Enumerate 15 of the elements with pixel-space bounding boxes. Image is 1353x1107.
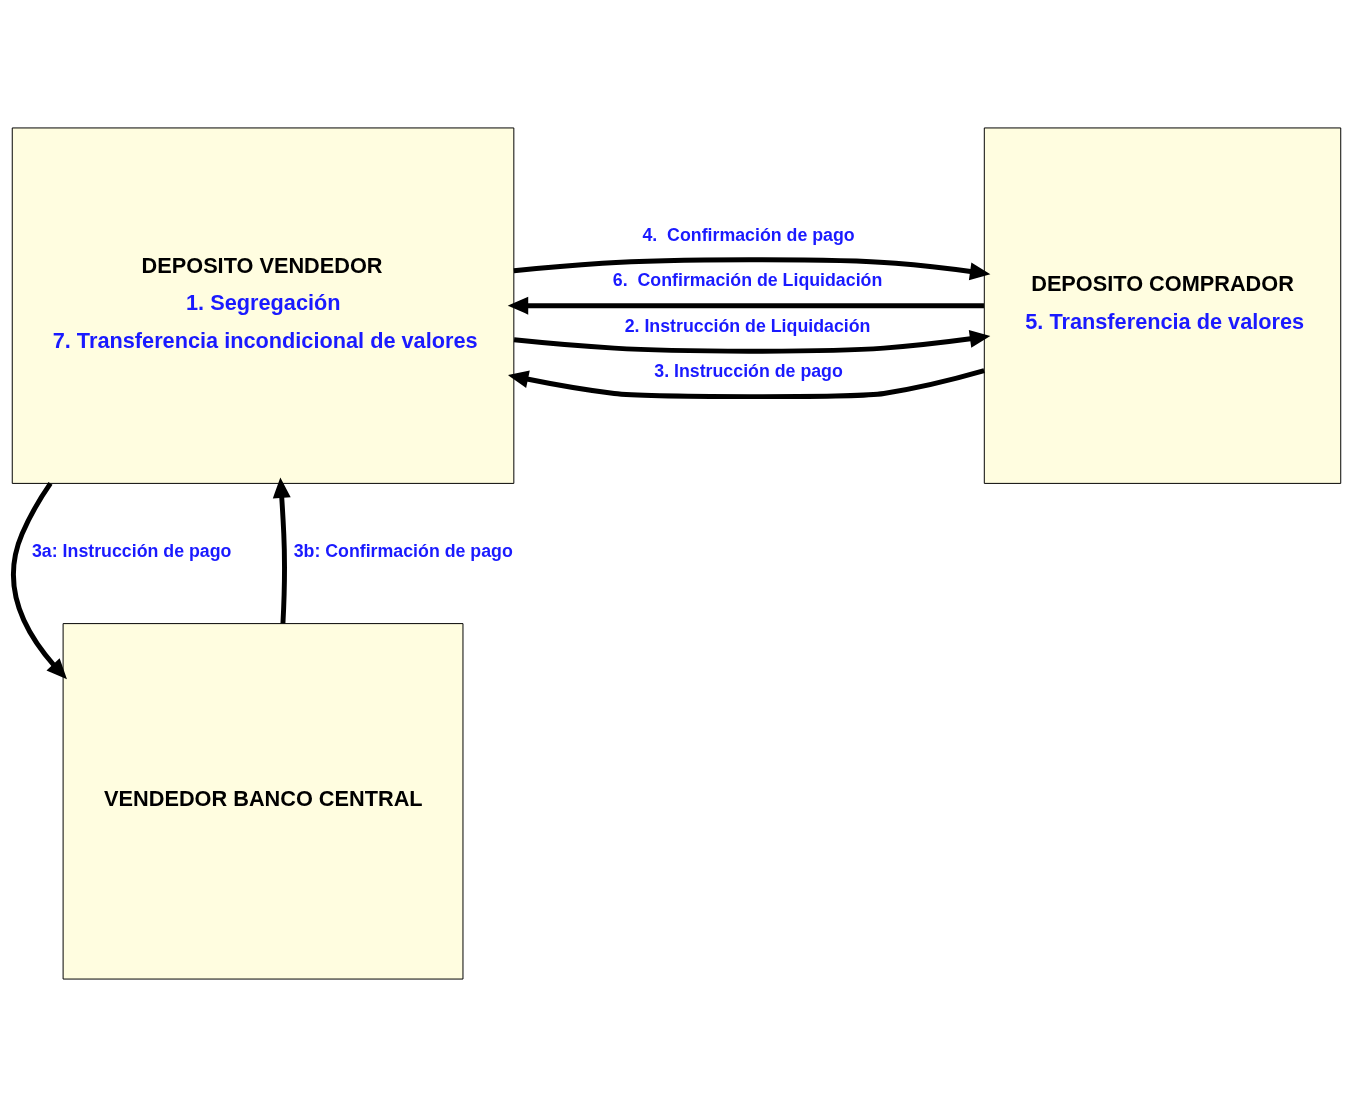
edge-label: 3b: Confirmación de pago xyxy=(293,540,513,561)
arrow xyxy=(11,482,67,680)
edge-label: 3. Instrucción de pago xyxy=(654,361,843,382)
edge-label: 2. Instrucción de Liquidación xyxy=(624,315,871,336)
node-box: VENDEDOR BANCO CENTRAL xyxy=(62,623,464,980)
arrow xyxy=(272,477,291,624)
edge-label: 3a: Instrucción de pago xyxy=(32,540,232,561)
arrow xyxy=(513,257,991,281)
arrow xyxy=(513,330,991,354)
edge-label: 4. Confirmación de pago xyxy=(642,224,855,245)
node-box: DEPOSITO COMPRADOR 5. Transferencia de valores xyxy=(983,127,1342,484)
arrow xyxy=(507,368,985,400)
edge-label: 6. Confirmación de Liquidación xyxy=(612,270,883,291)
arrow xyxy=(507,296,984,315)
node-box: DEPOSITO VENDEDOR 1. Segregación 7. Transferencia incondicional de valores xyxy=(11,127,515,484)
